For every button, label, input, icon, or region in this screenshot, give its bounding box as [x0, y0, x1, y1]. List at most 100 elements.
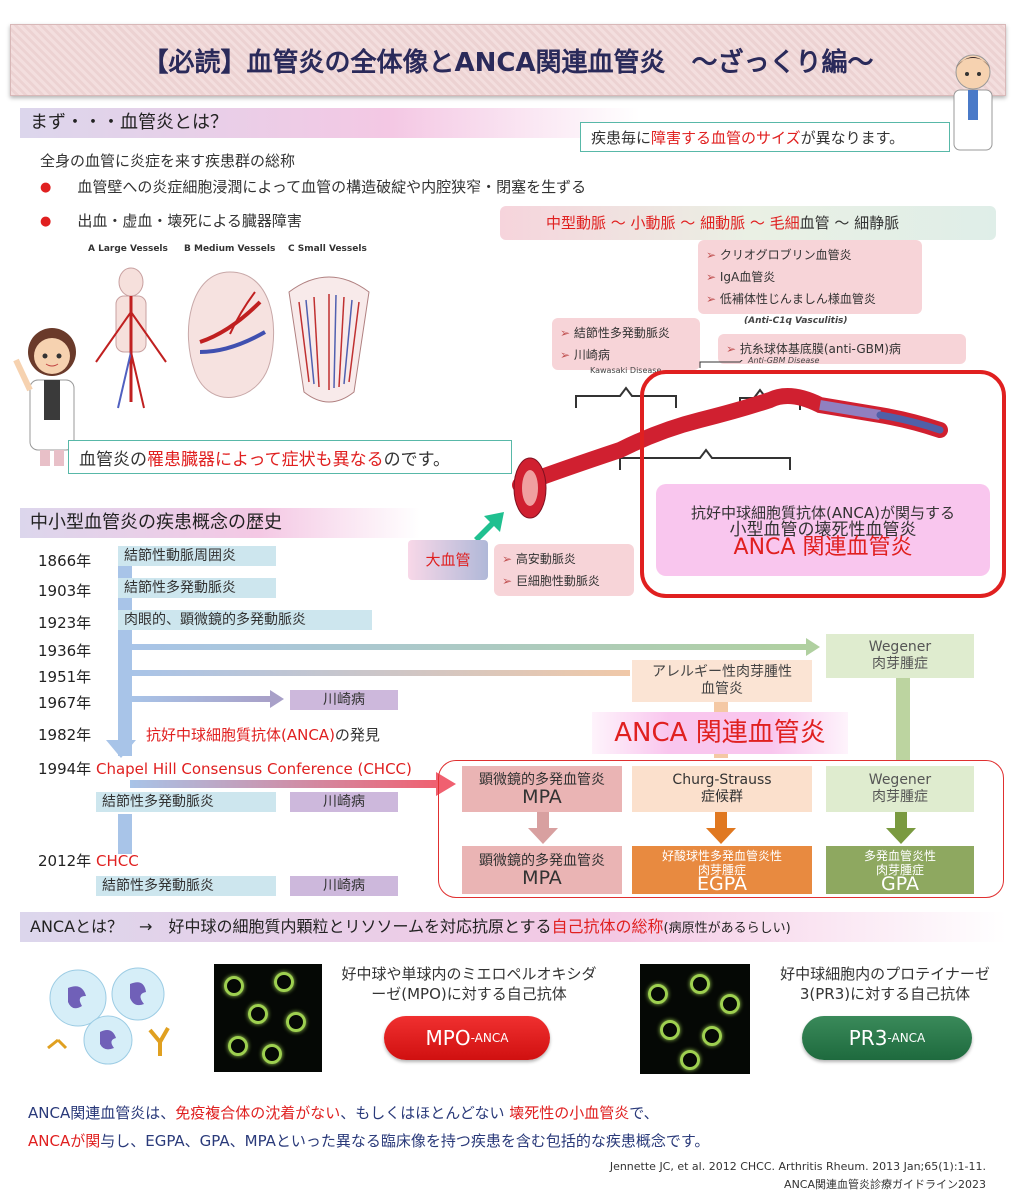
- vasculitis-definition: 全身の血管に炎症を来す疾患群の総称: [40, 152, 296, 170]
- mpa-node-1994: 顕微鏡的多発血管炎 MPA: [462, 766, 622, 812]
- summary-l2-a: ANCAが関: [28, 1132, 101, 1150]
- timeline-bar: 肉眼的、顕微鏡的多発動脈炎: [118, 610, 372, 630]
- anca-definition-box: 抗好中球細胞質抗体(ANCA)が関与する 小型血管の壊死性血管炎 ANCA 関連…: [656, 484, 990, 576]
- allergic-1: アレルギー性肉芽腫性: [652, 664, 792, 680]
- wegener-node-1994: Wegener 肉芽腫症: [826, 766, 974, 812]
- anti-gbm-eng: Anti-GBM Disease: [748, 356, 820, 365]
- doctor-female-illustration: [13, 328, 76, 466]
- image-label-large: A Large Vessels: [88, 244, 168, 254]
- list-item: クリオグロブリン血管炎: [706, 244, 914, 266]
- anti-gbm-list: 抗糸球体基底膜(anti-GBM)病: [718, 334, 966, 364]
- bullet-item: 血管壁への炎症細胞浸潤によって血管の構造破綻や内腔狭窄・閉塞を生ずる: [40, 176, 586, 197]
- wegener-2: 肉芽腫症: [872, 789, 928, 805]
- year-label: 1951年: [38, 668, 92, 686]
- reference-2: ANCA関連血管炎診療ガイドライン2023: [784, 1178, 986, 1191]
- mpo-suffix: -ANCA: [470, 1031, 509, 1045]
- gpa-small-2: 肉芽腫症: [875, 863, 924, 877]
- reference-1: Jennette JC, et al. 2012 CHCC. Arthritis…: [609, 1160, 986, 1173]
- vessel-size-scale: 中型動脈 ～ 小動脈 ～ 細動脈 ～ 毛細血管 ～ 細静脈: [500, 206, 996, 240]
- gpa-node: 多発血管炎性 肉芽腫症 GPA: [826, 846, 974, 894]
- list-item: 巨細胞性動脈炎: [502, 570, 626, 592]
- vessel-diagram: [512, 360, 948, 519]
- pr3-label: PR3: [848, 1026, 888, 1050]
- mpa-abbr: MPA: [522, 786, 562, 808]
- anca-heading-a: ANCAとは？ → 好中球の細胞質内顆粒とリソソームを対応抗原とする: [30, 917, 552, 936]
- anca-group-box: [438, 760, 1004, 898]
- chcc-2012: CHCC: [95, 852, 139, 870]
- organ-note-c: のです。: [383, 450, 450, 470]
- summary-l1-c: 、もしくはほとんどない: [340, 1104, 510, 1122]
- wegener-1: Wegener: [868, 772, 932, 788]
- organ-note-box: 血管炎の罹患臓器によって症状も異なるのです。: [68, 440, 512, 474]
- large-vessel-disease-list: 高安動脈炎 巨細胞性動脈炎: [494, 544, 634, 596]
- cs-2: 症候群: [701, 789, 743, 805]
- summary-l1-d: 壊死性の小血管炎: [509, 1104, 630, 1122]
- timeline-bar: 結節性多発動脈炎: [96, 792, 276, 812]
- page-title: 【必読】血管炎の全体像とANCA関連血管炎 ～ざっくり編～: [10, 24, 1006, 96]
- list-item: 結節性多発動脈炎: [560, 322, 692, 344]
- gpa-small-1: 多発血管炎性: [863, 849, 936, 863]
- medium-vessel-disease-list: 結節性多発動脈炎 川崎病: [552, 318, 700, 370]
- year-1994: 1994年: [38, 760, 92, 778]
- timeline-arrows: [130, 638, 820, 708]
- neutrophil-illustration: [47, 967, 170, 1065]
- large-vessel-illustration: [95, 267, 167, 409]
- summary-line1: ANCA関連血管炎は、免疫複合体の沈着がない、もしくはほとんどない 壊死性の小血…: [28, 1102, 659, 1123]
- size-note-a: 疾患毎に: [591, 129, 652, 147]
- section-heading-anca: ANCAとは？ → 好中球の細胞質内顆粒とリソソームを対応抗原とする自己抗体の総…: [20, 912, 1006, 942]
- summary-line2: ANCAが関与し、EGPA、GPA、MPAといった異なる臨床像を持つ疾患を含む包…: [28, 1130, 709, 1151]
- egpa-abbr: EGPA: [697, 873, 747, 895]
- mpa-small: 顕微鏡的多発血管炎: [479, 853, 605, 869]
- arrow-down-icon: [106, 740, 136, 758]
- list-item: 低補体性じんましん様血管炎: [706, 288, 914, 310]
- bullet-item: 出血・虚血・壊死による臓器障害: [40, 210, 302, 231]
- egpa-node: 好酸球性多発血管炎性 肉芽腫症 EGPA: [632, 846, 812, 894]
- allergic-2: 血管炎: [701, 681, 743, 697]
- egpa-small-1: 好酸球性多発血管炎性: [661, 849, 782, 863]
- size-note-b: 障害する血管のサイズ: [651, 129, 801, 147]
- year-label: 1903年: [38, 582, 92, 600]
- list-item: 川崎病: [560, 344, 692, 366]
- list-item: IgA血管炎: [706, 266, 914, 288]
- timeline-trunk-lower: [118, 814, 132, 854]
- timeline-trunk: [118, 560, 132, 756]
- anca-discovery: 抗好中球細胞質抗体(ANCA)の発見: [146, 724, 380, 745]
- mpo-micrograph: [214, 964, 322, 1072]
- summary-l1-e: で、: [629, 1104, 659, 1122]
- vessel-scale-red: 中型動脈 ～ 小動脈 ～ 細動脈 ～ 毛細: [546, 214, 800, 232]
- anca-box-line3: ANCA 関連血管炎: [733, 534, 913, 560]
- anca-box-line2: 小型血管の壊死性血管炎: [729, 519, 917, 540]
- organ-note-a: 血管炎の: [79, 450, 147, 470]
- size-note-c: が異なります。: [800, 129, 905, 147]
- anca-discovery-red: 抗好中球細胞質抗体(ANCA): [146, 726, 335, 744]
- arrow-down-icon: [886, 812, 916, 844]
- chcc-1994: Chapel Hill Consensus Conference (CHCC): [95, 760, 412, 778]
- mpo-anca-badge: MPO-ANCA: [384, 1016, 550, 1060]
- large-vessel-label: 大血管: [408, 540, 488, 580]
- anca-box-line1: 抗好中球細胞質抗体(ANCA)が関与する: [691, 503, 955, 522]
- mpa-small: 顕微鏡的多発血管炎: [479, 772, 605, 788]
- size-note-box: 疾患毎に障害する血管のサイズが異なります。: [580, 122, 950, 152]
- timeline-bar-kawasaki: 川崎病: [290, 792, 398, 812]
- timeline-bar: 結節性多発動脈炎: [96, 876, 276, 896]
- year-label: 1967年: [38, 694, 92, 712]
- list-item: 高安動脈炎: [502, 548, 626, 570]
- wegener-connector: [896, 678, 910, 760]
- small-vessel-disease-list: クリオグロブリン血管炎 IgA血管炎 低補体性じんましん様血管炎: [698, 240, 922, 314]
- kawasaki-eng: Kawasaki Disease: [590, 366, 662, 375]
- doctor-male-illustration: [953, 54, 993, 151]
- timeline-bar-kawasaki: 川崎病: [290, 690, 398, 710]
- egpa-small-2: 肉芽腫症: [697, 863, 746, 877]
- year-label: 2012年 CHCC: [38, 850, 139, 871]
- summary-l1-b: 免疫複合体の沈着がない: [175, 1104, 341, 1122]
- mpa-abbr: MPA: [522, 867, 562, 889]
- timeline-bar: 結節性動脈周囲炎: [118, 546, 276, 566]
- organ-note-b: 罹患臓器によって症状も異なる: [147, 450, 384, 470]
- anca-heading-c: (病原性があるらしい): [663, 921, 791, 936]
- year-label: 1936年: [38, 642, 92, 660]
- timeline-bar: 結節性多発動脈炎: [118, 578, 276, 598]
- list-item: 抗糸球体基底膜(anti-GBM)病: [726, 338, 958, 360]
- pr3-anca-badge: PR3-ANCA: [802, 1016, 972, 1060]
- image-label-small: C Small Vessels: [288, 244, 367, 254]
- arrow-down-icon: [706, 812, 736, 844]
